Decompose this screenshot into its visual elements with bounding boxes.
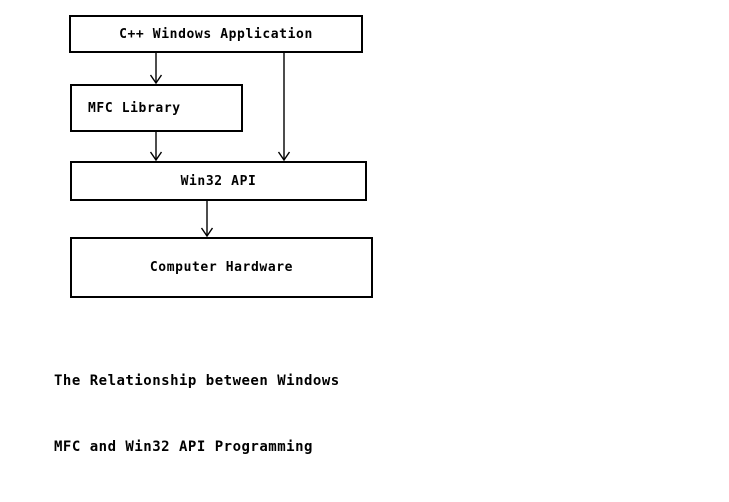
node-label-app: C++ Windows Application xyxy=(119,26,313,42)
node-label-hardware: Computer Hardware xyxy=(149,260,294,275)
node-mfc-library[interactable]: MFC Library xyxy=(70,84,243,132)
node-computer-hardware[interactable]: Computer Hardware xyxy=(70,237,373,298)
caption-line-2: MFC and Win32 API Programming xyxy=(54,439,313,455)
node-win32-api[interactable]: Win32 API xyxy=(70,161,367,201)
edge-mfc-to-win32 xyxy=(149,132,163,162)
diagram-canvas: C++ Windows Application MFC Library Win3… xyxy=(54,15,373,455)
node-label-mfc: MFC Library xyxy=(88,100,181,116)
node-cpp-windows-application[interactable]: C++ Windows Application xyxy=(69,15,363,53)
node-label-win32: Win32 API xyxy=(180,173,257,189)
diagram-caption: The Relationship between Windows MFC and… xyxy=(54,326,340,502)
edge-win32-to-hardware xyxy=(200,201,214,238)
caption-line-1: The Relationship between Windows xyxy=(54,373,340,389)
edge-app-to-mfc xyxy=(149,53,163,85)
edge-app-to-win32 xyxy=(277,53,291,162)
